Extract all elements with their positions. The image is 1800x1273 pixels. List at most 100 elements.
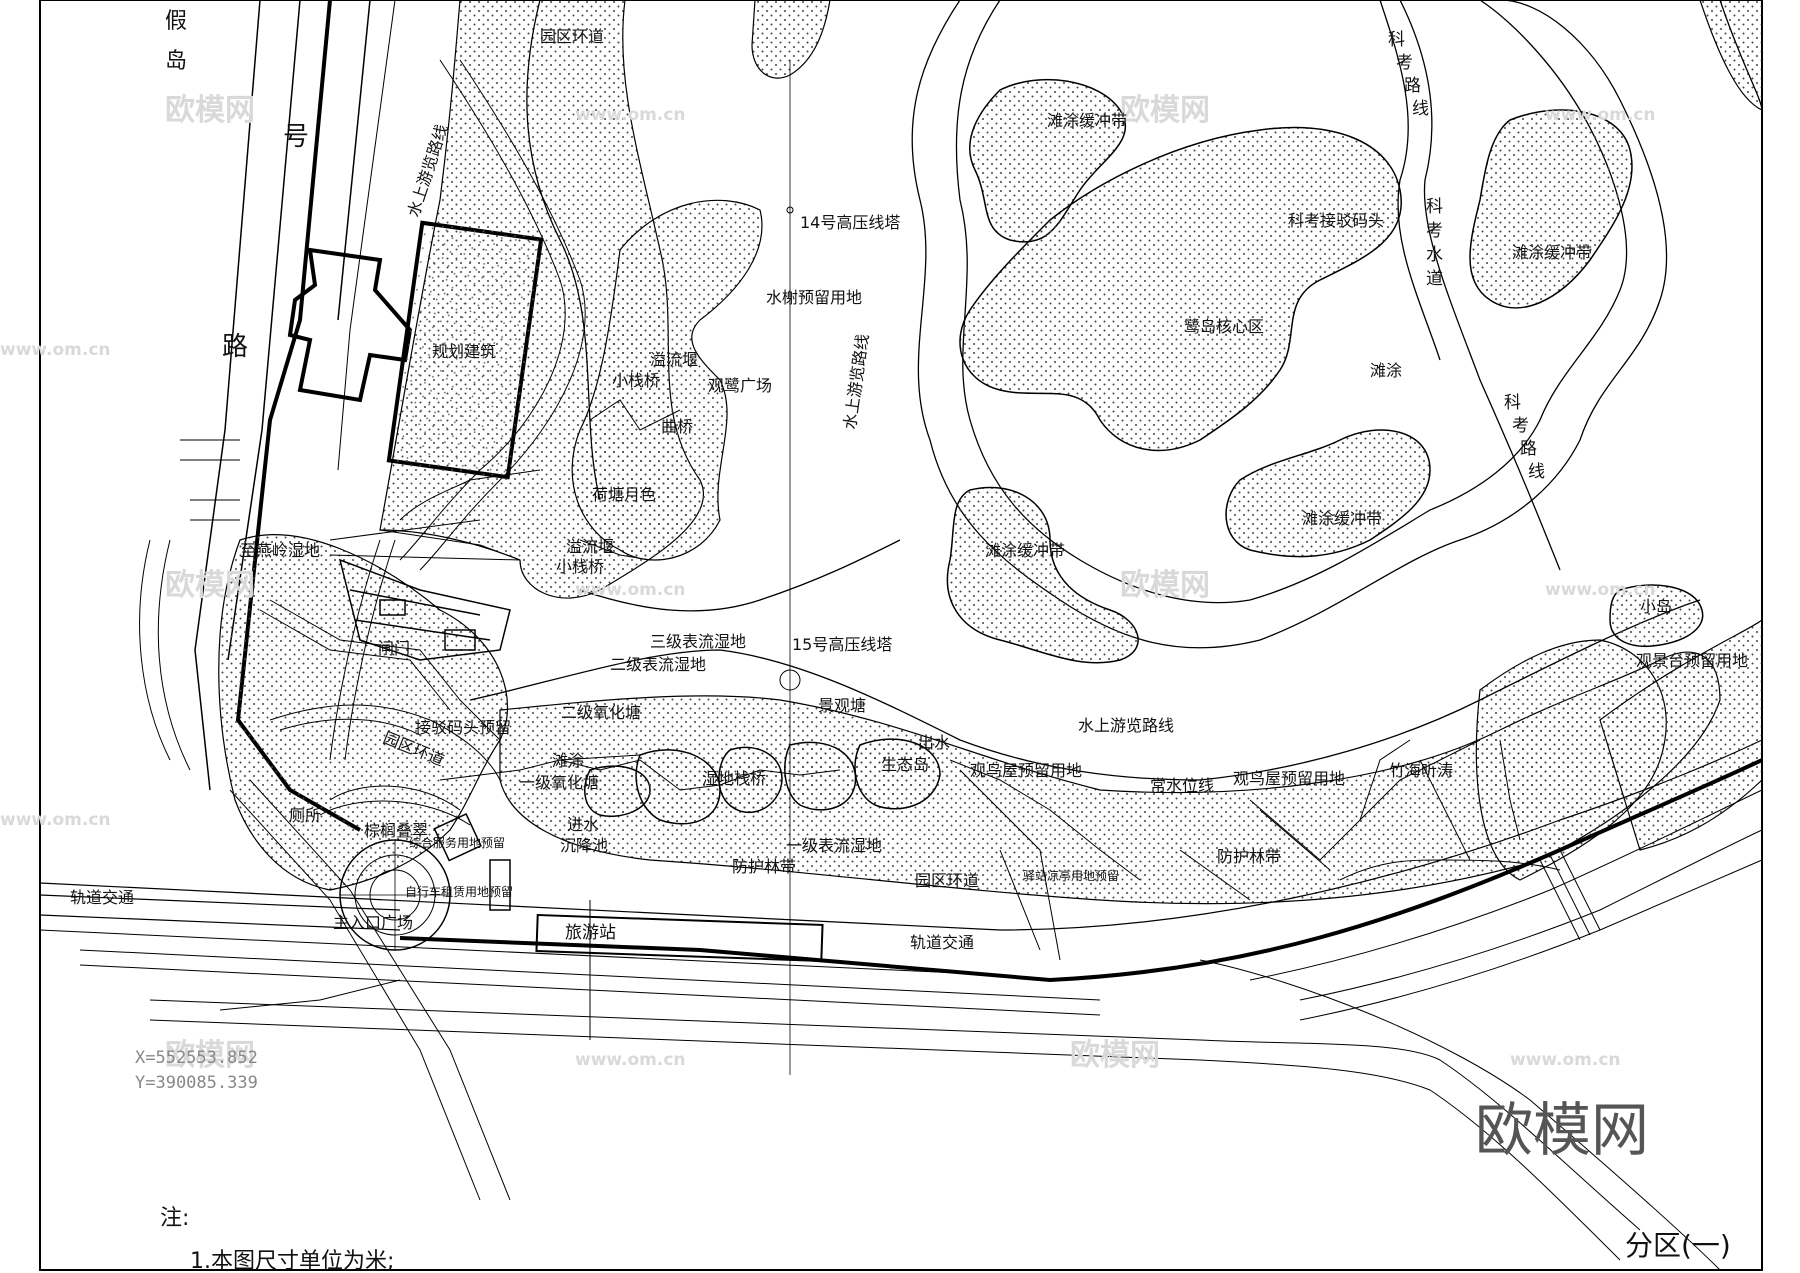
label-bird-house-2: 观鸟屋预留用地	[1233, 769, 1345, 788]
gate-structure	[338, 558, 511, 661]
label-to-yanling: 至燕岭湿地	[240, 541, 320, 560]
svg-text:www.om.cn: www.om.cn	[1510, 1050, 1621, 1070]
islet	[1609, 584, 1704, 647]
svg-text:欧模网: 欧模网	[165, 93, 255, 128]
label-buffer-2: 滩涂缓冲带	[1512, 243, 1592, 262]
label-research-route-2b: 考	[1512, 416, 1529, 436]
island-buffer-3	[1225, 429, 1431, 558]
label-sediment-pond: 沉降池	[560, 836, 608, 855]
label-jiadao2: 岛	[165, 49, 187, 74]
label-research-pier: 科考接驳码头	[1288, 211, 1384, 230]
label-rail-left: 轨道交通	[70, 888, 134, 907]
label-research-channel-c: 水	[1426, 245, 1443, 265]
label-normal-water-line: 常水位线	[1150, 776, 1214, 795]
svg-text:www.om.cn: www.om.cn	[575, 580, 686, 600]
label-viewing-plaza: 观鹭广场	[708, 376, 772, 395]
label-toilet: 厕所	[289, 806, 321, 825]
label-research-route-2a: 科	[1504, 393, 1521, 413]
brand-watermark-large: 欧模网	[1475, 1096, 1649, 1164]
label-rail-right: 轨道交通	[910, 933, 974, 952]
label-bird-house-1: 观鸟屋预留用地	[970, 761, 1082, 780]
label-overflow-weir-1: 溢流堰	[650, 350, 698, 369]
label-shelter-belt-2: 防护林带	[1217, 847, 1281, 866]
stippled-land	[218, 0, 1763, 905]
label-tertiary-wetland: 三级表流湿地	[650, 632, 746, 651]
road-building	[287, 247, 413, 403]
label-tower-15: 15号高压线塔	[792, 635, 892, 654]
tourist-station	[535, 913, 824, 962]
label-research-route-1b: 考	[1396, 53, 1413, 73]
label-research-channel-a: 科	[1426, 197, 1443, 217]
svg-text:欧模网: 欧模网	[1120, 568, 1210, 603]
label-research-channel-d: 道	[1426, 269, 1443, 289]
svg-text:www.om.cn: www.om.cn	[0, 810, 111, 830]
zone-label: 分区(一)	[1625, 1229, 1731, 1262]
island-buffer-2	[1469, 109, 1633, 309]
label-service-building: 综合服务用地预留	[409, 835, 505, 850]
main-entrance-plaza	[319, 785, 471, 951]
label-small-trestle-2: 小栈桥	[556, 557, 604, 576]
label-planned-building: 规划建筑	[432, 342, 496, 361]
label-primary-wetland: 一级表流湿地	[786, 836, 882, 855]
label-secondary-oxidation: 二级氧化塘	[561, 703, 641, 722]
label-eco-island: 生态岛	[881, 755, 929, 774]
label-hao: 号	[283, 122, 309, 152]
label-lu: 路	[222, 332, 248, 362]
svg-text:www.om.cn: www.om.cn	[0, 340, 111, 360]
label-buffer-1: 滩涂缓冲带	[1047, 111, 1127, 130]
label-outlet: 出水	[918, 733, 950, 752]
label-research-route-1a: 科	[1388, 30, 1405, 50]
label-research-route-1c: 路	[1404, 76, 1421, 96]
coord-y: Y=390085.339	[135, 1073, 258, 1093]
svg-text:欧模网: 欧模网	[1070, 1038, 1160, 1073]
label-observation-deck: 观景台预留用地	[1636, 651, 1748, 670]
note-1: 1.本图尺寸单位为米;	[190, 1249, 394, 1273]
label-landscape-pond: 景观塘	[818, 696, 866, 715]
service-building	[433, 812, 482, 862]
label-wetland-trestle: 湿地栈桥	[702, 769, 766, 788]
label-tidal-flat: 滩涂	[1370, 361, 1402, 380]
coord-x: X=552553.852	[135, 1048, 258, 1068]
label-research-channel-b: 考	[1426, 221, 1443, 241]
label-pavilion-reserved: 水榭预留用地	[766, 288, 862, 307]
label-small-trestle-1: 小栈桥	[612, 371, 660, 390]
island-buffer-4	[946, 486, 1139, 664]
label-main-entrance: 主入口广场	[333, 913, 413, 932]
label-bamboo-sea: 竹海听涛	[1389, 761, 1453, 780]
label-qu-qiao: 曲桥	[661, 417, 693, 436]
label-research-route-1d: 线	[1412, 99, 1429, 119]
label-bike-rental: 自行车租赁用地预留	[405, 884, 513, 899]
note-title: 注:	[160, 1206, 189, 1231]
label-primary-oxidation: 一级氧化塘	[519, 773, 599, 792]
label-water-tour-mid: 水上游览路线	[840, 333, 872, 431]
svg-text:www.om.cn: www.om.cn	[1545, 105, 1656, 125]
island-core	[959, 126, 1403, 452]
svg-text:www.om.cn: www.om.cn	[1545, 580, 1656, 600]
label-palm-layers: 棕榈叠翠	[364, 821, 428, 840]
label-gate: 闸门	[378, 639, 410, 658]
label-pavilion-reserved-2: 驿站凉亭用地预留	[1023, 868, 1119, 883]
water-contours	[469, 0, 1763, 781]
label-egret-core: 鹭岛核心区	[1184, 317, 1264, 336]
label-inflow: 进水	[567, 815, 599, 834]
bike-rental-box	[489, 859, 511, 911]
watermark-layer: 欧模网 www.om.cn 欧模网 www.om.cn www.om.cn 欧模…	[0, 93, 1656, 1073]
label-shelter-belt-1: 防护林带	[732, 857, 796, 876]
islands	[584, 78, 1704, 825]
bottom-roads	[39, 739, 1763, 1271]
svg-text:www.om.cn: www.om.cn	[575, 1050, 686, 1070]
label-islet: 小岛	[1640, 597, 1672, 616]
label-water-tour-bottom: 水上游览路线	[1078, 716, 1174, 735]
label-park-ring-top: 园区环道	[540, 27, 604, 46]
label-secondary-wetland: 二级表流湿地	[610, 655, 706, 674]
label-buffer-4: 滩涂缓冲带	[985, 541, 1065, 560]
label-pier-reserved: 接驳码头预留	[415, 718, 511, 737]
label-park-ring-bottom: 园区环道	[915, 871, 979, 890]
svg-text:欧模网: 欧模网	[165, 1038, 255, 1073]
label-lotus-pond: 荷塘月色	[592, 485, 656, 504]
svg-text:www.om.cn: www.om.cn	[575, 105, 686, 125]
label-research-route-2d: 线	[1528, 462, 1545, 482]
label-buffer-3: 滩涂缓冲带	[1302, 509, 1382, 528]
label-research-route-2c: 路	[1520, 439, 1537, 459]
